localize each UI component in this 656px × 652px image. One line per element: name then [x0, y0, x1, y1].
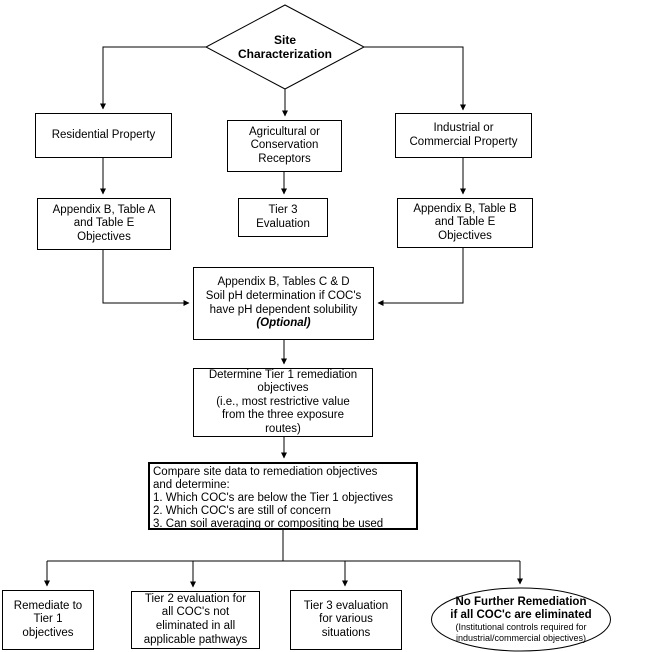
- node-tier-3-situations-label: Tier 3 evaluation for various situations: [303, 599, 389, 639]
- connector-diamond-to-residential: [100, 46, 206, 110]
- node-appendix-b-table-b: Appendix B, Table B and Table E Objectiv…: [397, 198, 533, 248]
- node-agricultural-receptors: Agricultural or Conservation Receptors: [227, 120, 342, 172]
- node-industrial-property: Industrial or Commercial Property: [395, 113, 532, 158]
- node-determine-tier-1-label: Determine Tier 1 remediation objectives …: [208, 368, 358, 435]
- node-determine-tier-1: Determine Tier 1 remediation objectives …: [193, 368, 373, 437]
- node-residential-property-label: Residential Property: [51, 128, 156, 141]
- node-soil-ph-optional-note: (Optional): [256, 317, 311, 330]
- node-no-further-remediation-title: No Further Remediation if all COC'c are …: [450, 595, 592, 622]
- node-tier-2-evaluation-label: Tier 2 evaluation for all COC's not elim…: [143, 592, 248, 646]
- node-industrial-property-label: Industrial or Commercial Property: [409, 121, 518, 148]
- connector-appendix-a-to-soil-ph: [102, 250, 190, 306]
- node-appendix-b-table-a-label: Appendix B, Table A and Table E Objectiv…: [52, 203, 156, 243]
- node-soil-ph-determination-label: Appendix B, Tables C & D Soil pH determi…: [205, 276, 362, 316]
- node-site-characterization: Site Characterization: [200, 27, 370, 67]
- ellipse-shape: [431, 587, 611, 652]
- node-compare-site-data-label: Compare site data to remediation objecti…: [153, 466, 393, 531]
- node-compare-site-data: Compare site data to remediation objecti…: [148, 462, 418, 530]
- node-tier-3-evaluation-label: Tier 3 Evaluation: [256, 203, 310, 230]
- node-tier-3-situations: Tier 3 evaluation for various situations: [290, 590, 402, 650]
- node-residential-property: Residential Property: [35, 113, 172, 158]
- node-site-characterization-label: Site Characterization: [237, 32, 333, 61]
- node-no-further-remediation-subtitle: (Institutional controls required for ind…: [455, 622, 587, 644]
- node-soil-ph-determination: Appendix B, Tables C & D Soil pH determi…: [193, 267, 374, 340]
- node-appendix-b-table-b-label: Appendix B, Table B and Table E Objectiv…: [413, 202, 517, 242]
- node-remediate-tier-1: Remediate to Tier 1 objectives: [2, 590, 94, 650]
- node-tier-3-evaluation: Tier 3 Evaluation: [238, 198, 328, 237]
- node-no-further-remediation: No Further Remediation if all COC'c are …: [431, 592, 611, 648]
- node-tier-2-evaluation: Tier 2 evaluation for all COC's not elim…: [131, 591, 260, 649]
- node-remediate-tier-1-label: Remediate to Tier 1 objectives: [13, 599, 83, 639]
- node-agricultural-receptors-label: Agricultural or Conservation Receptors: [249, 125, 320, 165]
- node-appendix-b-table-a: Appendix B, Table A and Table E Objectiv…: [37, 198, 171, 250]
- connector-diamond-to-industrial: [364, 46, 466, 111]
- connector-appendix-b-to-soil-ph: [377, 248, 464, 306]
